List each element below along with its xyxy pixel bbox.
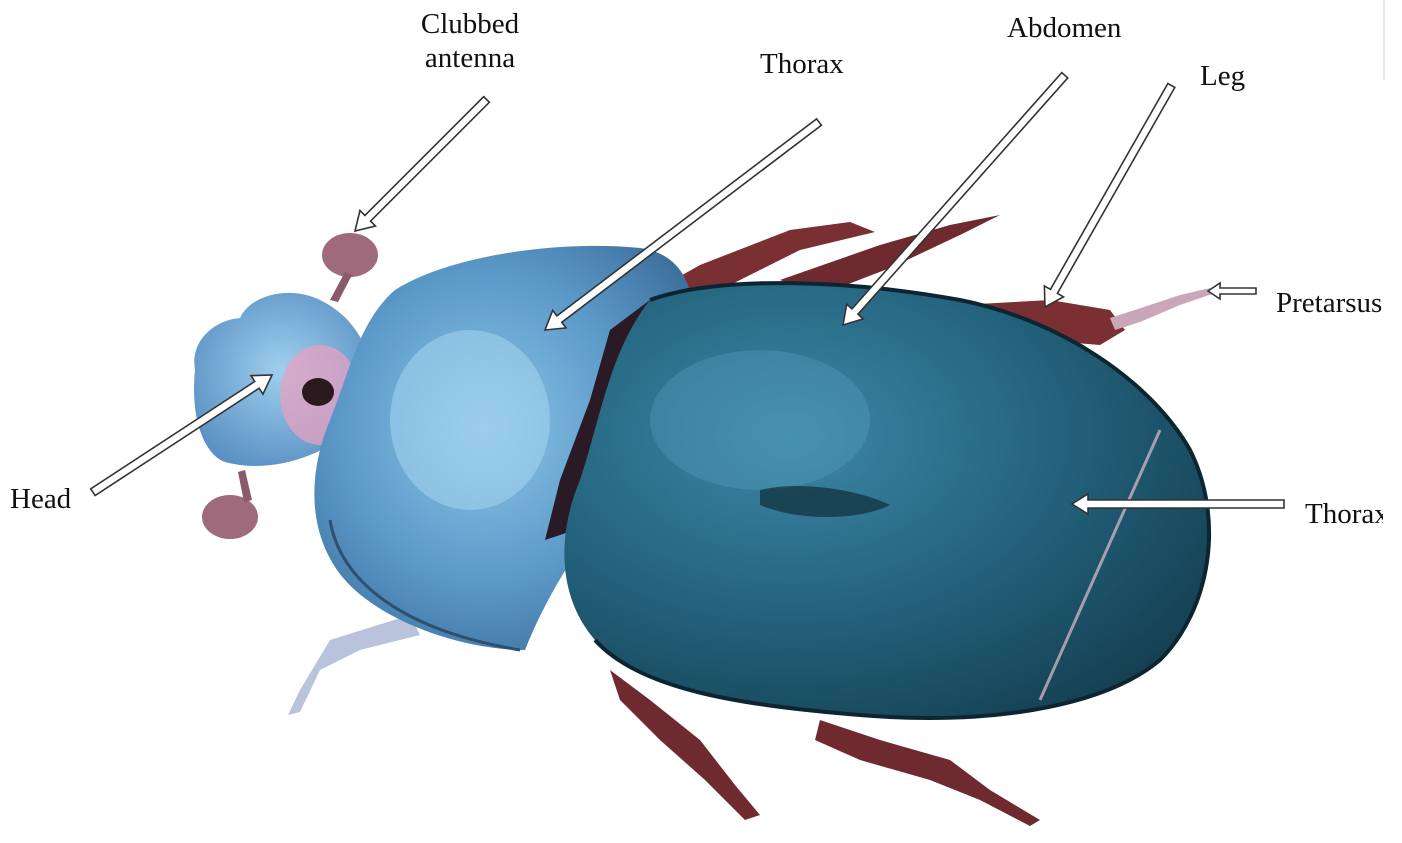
label-clubbed-antenna: Clubbed antenna xyxy=(410,7,530,75)
label-head: Head xyxy=(10,482,71,516)
label-pretarsus: Pretarsus xyxy=(1276,286,1382,320)
page-edge xyxy=(1383,0,1385,80)
label-thorax-top: Thorax xyxy=(760,47,844,81)
label-clubbed-antenna-line2: antenna xyxy=(410,41,530,75)
label-abdomen: Abdomen xyxy=(1007,11,1121,45)
label-clubbed-antenna-line1: Clubbed xyxy=(410,7,530,41)
label-leg: Leg xyxy=(1200,59,1245,93)
label-thorax-right: Thorax xyxy=(1305,497,1383,531)
